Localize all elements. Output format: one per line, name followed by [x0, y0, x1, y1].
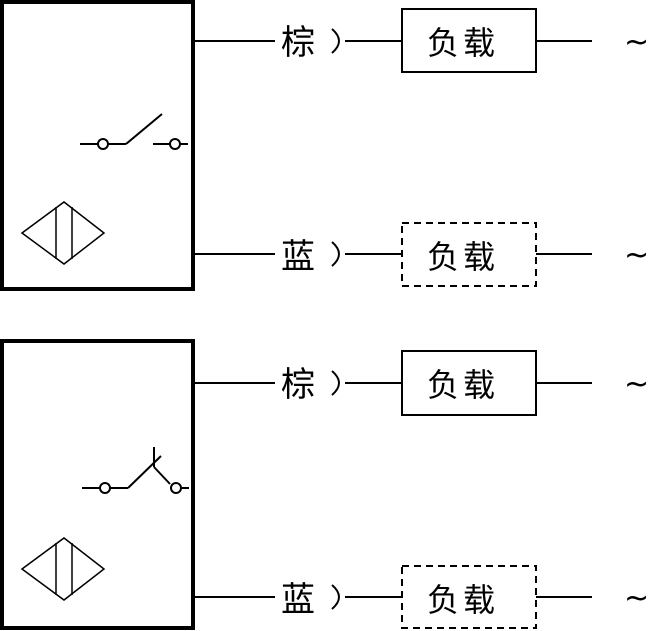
load-label: 负载 [427, 238, 499, 276]
ac-symbol: ~ [624, 367, 649, 402]
brown-wire-label: 棕 [281, 365, 315, 405]
load-label: 负载 [427, 366, 499, 404]
blue-wire-label: 蓝 [281, 580, 315, 620]
sensor-unit-normally-open: 棕 负载 ~ 蓝 负载 ~ [0, 0, 649, 291]
switch-normally-open-icon [80, 113, 188, 150]
connector-icon [331, 241, 340, 267]
inductive-sensor-icon [20, 201, 106, 265]
switch-normally-closed-icon [82, 447, 189, 494]
sensor-housing [0, 0, 195, 291]
ac-symbol: ~ [624, 581, 649, 616]
sensor-unit-normally-closed: 棕 负载 ~ 蓝 负载 ~ [0, 339, 649, 630]
ac-symbol: ~ [624, 25, 649, 60]
connector-icon [331, 584, 340, 610]
brown-wire-label: 棕 [281, 23, 315, 63]
inductive-sensor-icon [20, 537, 106, 601]
load-label: 负载 [427, 581, 499, 619]
load-label: 负载 [427, 24, 499, 62]
connector-icon [331, 28, 340, 54]
ac-symbol: ~ [624, 238, 649, 273]
blue-wire-label: 蓝 [281, 237, 315, 277]
load-box-dashed [401, 565, 537, 629]
load-box-dashed [401, 222, 537, 287]
connector-icon [331, 370, 340, 396]
sensor-housing [0, 339, 195, 630]
